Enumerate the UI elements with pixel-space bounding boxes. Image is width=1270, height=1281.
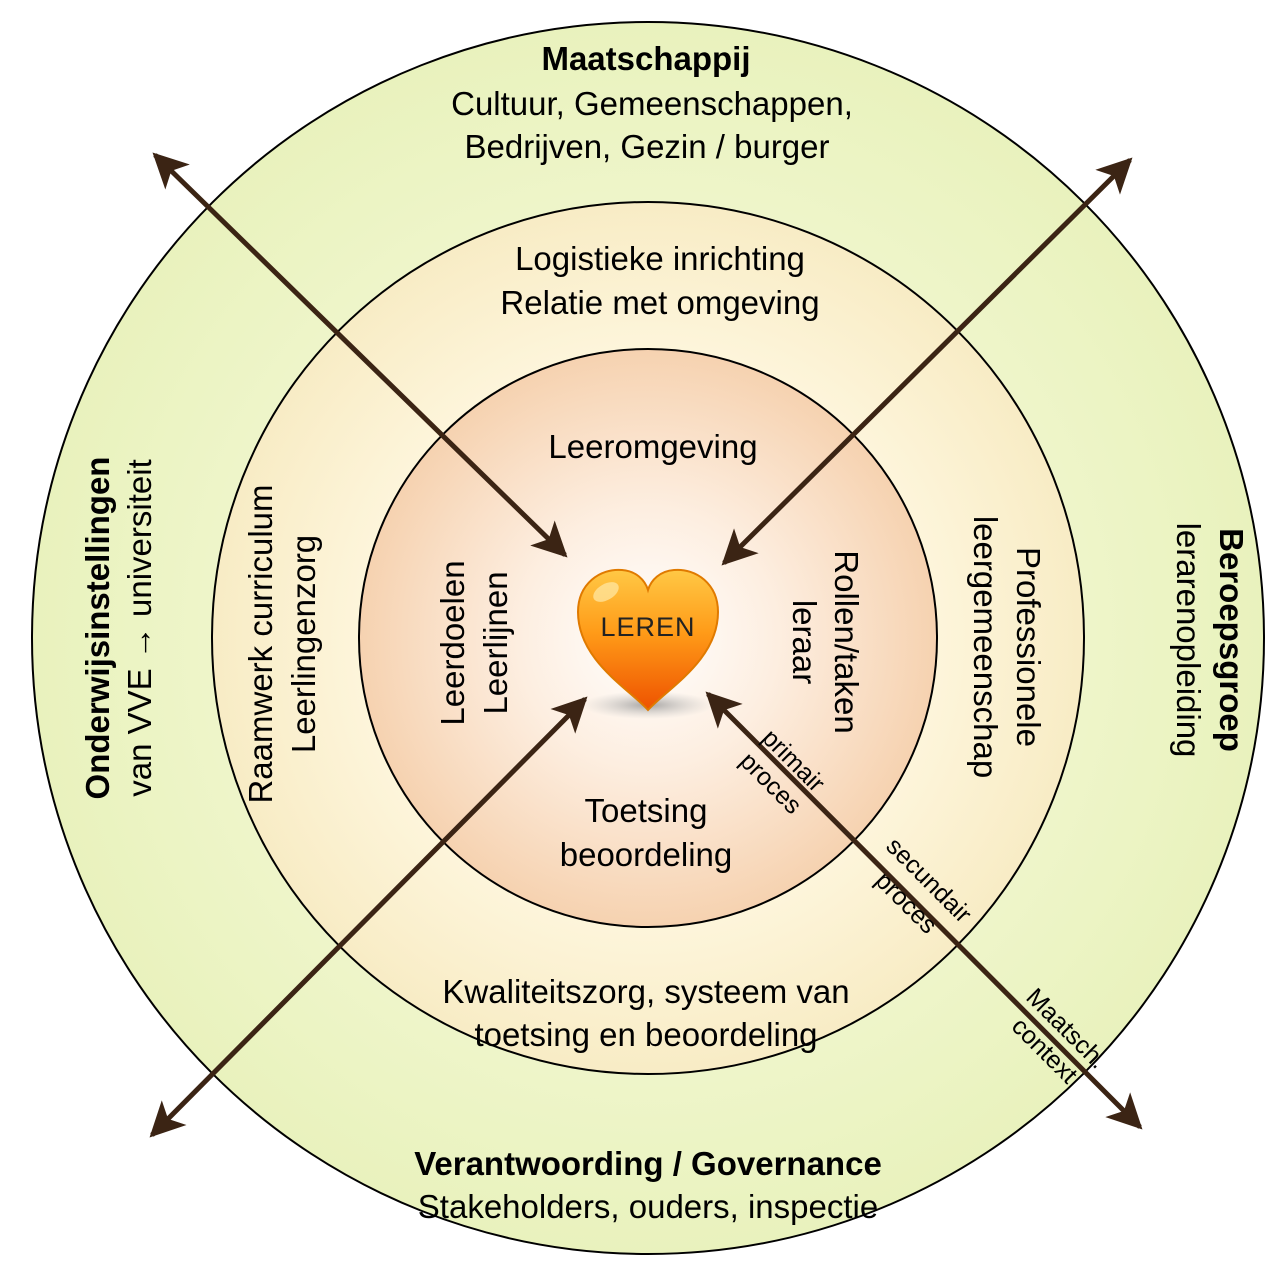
middle-top-line1: Logistieke inrichting: [515, 240, 805, 277]
inner-bottom-line1: Toetsing: [585, 792, 708, 829]
inner-left-line1: Leerdoelen: [434, 560, 471, 725]
inner-top-line1: Leeromgeving: [548, 428, 757, 465]
middle-top-line2: Relatie met omgeving: [500, 284, 819, 321]
outer-left-group: Onderwijsinstellingen van VVE → universi…: [79, 457, 158, 800]
heart-icon: [576, 568, 720, 712]
middle-bottom-line2: toetsing en beoordeling: [474, 1016, 817, 1053]
outer-bottom-line: Stakeholders, ouders, inspectie: [418, 1188, 878, 1225]
inner-right-group: Rollen/taken leraar: [786, 550, 865, 733]
inner-right-line2: leraar: [786, 600, 823, 684]
outer-right-group: Beroepsgroep lerarenopleiding: [1170, 523, 1250, 758]
outer-top-line1: Cultuur, Gemeenschappen,: [451, 85, 853, 122]
middle-left-line1: Raamwerk curriculum: [242, 484, 279, 803]
center-label: LEREN: [600, 612, 695, 642]
outer-top-title: Maatschappij: [541, 40, 750, 77]
middle-left-group: Raamwerk curriculum Leerlingenzorg: [242, 484, 322, 803]
arrow-top-right: [721, 157, 1133, 566]
inner-bottom-line2: beoordeling: [560, 836, 732, 873]
heart-highlight: [593, 582, 619, 602]
arrow-bottom-left: [149, 696, 588, 1138]
middle-left-line2: Leerlingenzorg: [285, 535, 322, 753]
arrow-top-left: [152, 152, 568, 558]
arrow-bottom-right: [705, 691, 1143, 1130]
outer-left-title: Onderwijsinstellingen: [79, 457, 116, 800]
middle-right-line1: Professionele: [1010, 547, 1047, 747]
middle-right-group: Professionele leergemeenschap: [967, 516, 1047, 778]
outer-top-line2: Bedrijven, Gezin / burger: [464, 128, 829, 165]
middle-right-line2: leergemeenschap: [967, 516, 1004, 778]
inner-left-group: Leerdoelen Leerlijnen: [434, 560, 514, 725]
outer-left-line: van VVE → universiteit: [121, 459, 158, 796]
outer-right-line: lerarenopleiding: [1170, 523, 1207, 758]
inner-right-line1: Rollen/taken: [828, 550, 865, 733]
inner-left-line2: Leerlijnen: [477, 571, 514, 714]
outer-bottom-title: Verantwoording / Governance: [414, 1145, 882, 1182]
middle-bottom-line1: Kwaliteitszorg, systeem van: [442, 973, 849, 1010]
outer-right-title: Beroepsgroep: [1213, 528, 1250, 752]
